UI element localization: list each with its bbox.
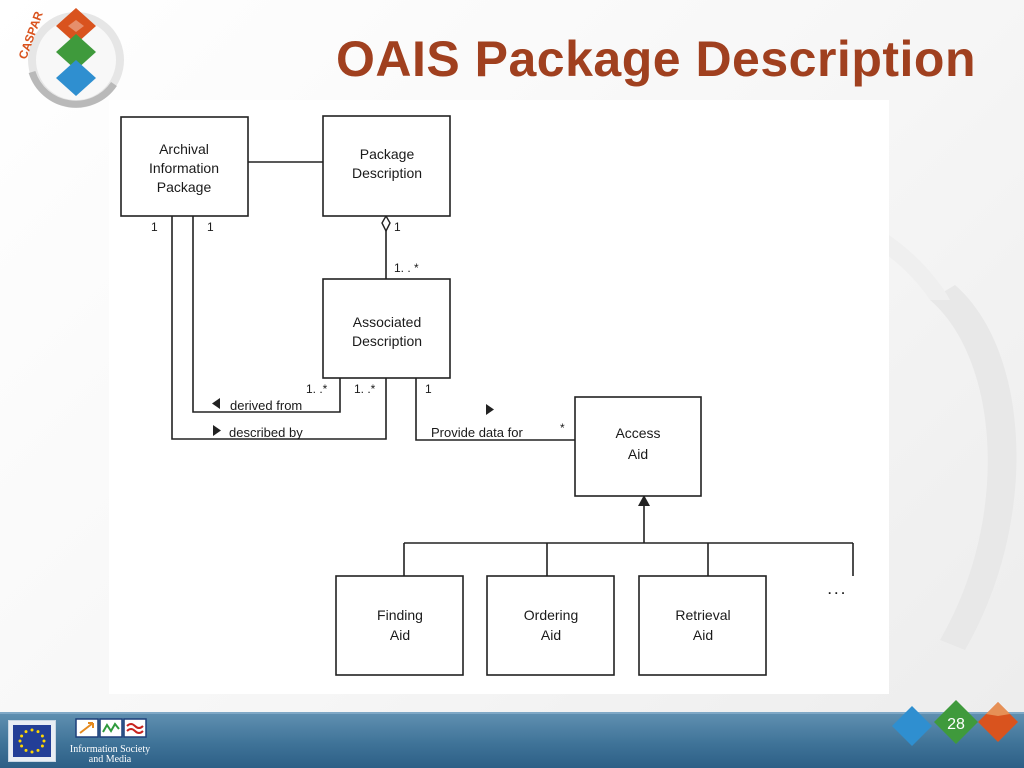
box-associated-description — [322, 278, 451, 379]
retrieval-aid-label-2: Aid — [693, 627, 713, 643]
diagram-panel: Archival Information Package Package Des… — [109, 100, 889, 694]
eu-flag-icon — [8, 720, 56, 762]
footer-diamonds — [892, 700, 1018, 746]
footer-org-line-2: and Media — [88, 754, 132, 765]
mult-package-description: 1 — [394, 220, 401, 234]
mult-provide-data-start: 1 — [425, 382, 432, 396]
box-aip — [120, 116, 249, 217]
described-by-link — [171, 216, 387, 440]
mult-aip-right: 1 — [207, 220, 214, 234]
oais-class-diagram: Archival Information Package Package Des… — [120, 115, 854, 676]
caspar-logo: CASPAR — [16, 8, 124, 108]
label-provide-data-for: Provide data for — [431, 425, 523, 440]
footer-bar — [0, 714, 1024, 768]
box-finding-aid — [335, 575, 464, 676]
mult-provide-data-end: * — [560, 421, 565, 435]
box-retrieval-aid — [638, 575, 767, 676]
finding-aid-label-2: Aid — [390, 627, 410, 643]
package-description-label-2: Description — [352, 165, 422, 181]
slide-title: OAIS Package Description — [335, 31, 976, 87]
associated-description-label-2: Description — [352, 333, 422, 349]
associated-description-label-1: Associated — [353, 314, 421, 330]
more-aids-ellipsis: . . . — [828, 583, 845, 597]
information-society-logo — [75, 718, 147, 738]
label-described-by: described by — [229, 425, 303, 440]
aip-label-1: Archival — [159, 141, 209, 157]
box-package-description — [322, 115, 451, 217]
described-by-arrow — [213, 425, 221, 436]
box-ordering-aid — [486, 575, 615, 676]
retrieval-aid-label-1: Retrieval — [675, 607, 730, 623]
provide-data-arrow — [486, 404, 494, 415]
label-derived-from: derived from — [230, 398, 302, 413]
derived-from-arrow — [212, 398, 220, 409]
mult-aip-left: 1 — [151, 220, 158, 234]
aip-label-2: Information — [149, 160, 219, 176]
ordering-aid-label-2: Aid — [541, 627, 561, 643]
aggregation-diamond — [381, 214, 391, 233]
blue-diamond-icon — [892, 706, 932, 746]
green-diamond-icon — [934, 700, 978, 744]
provide-data-link — [415, 378, 575, 441]
page-number: 28 — [947, 716, 965, 733]
access-aid-label-2: Aid — [628, 446, 648, 462]
package-description-label-1: Package — [360, 146, 415, 162]
derived-from-link — [192, 216, 341, 413]
ordering-aid-label-1: Ordering — [524, 607, 578, 623]
footer-org-line-1: Information Society — [69, 744, 151, 755]
access-aid-label-1: Access — [615, 425, 660, 441]
generalization-arrow — [638, 495, 650, 506]
footer-divider — [0, 712, 1024, 714]
finding-aid-label-1: Finding — [377, 607, 423, 623]
mult-described-by: 1. .* — [354, 382, 376, 396]
mult-derived-from: 1. .* — [306, 382, 328, 396]
aip-label-3: Package — [157, 179, 212, 195]
mult-associated-top: 1. . * — [394, 261, 419, 275]
information-society-text: Information Society and Media — [62, 745, 158, 765]
box-access-aid — [574, 396, 702, 497]
